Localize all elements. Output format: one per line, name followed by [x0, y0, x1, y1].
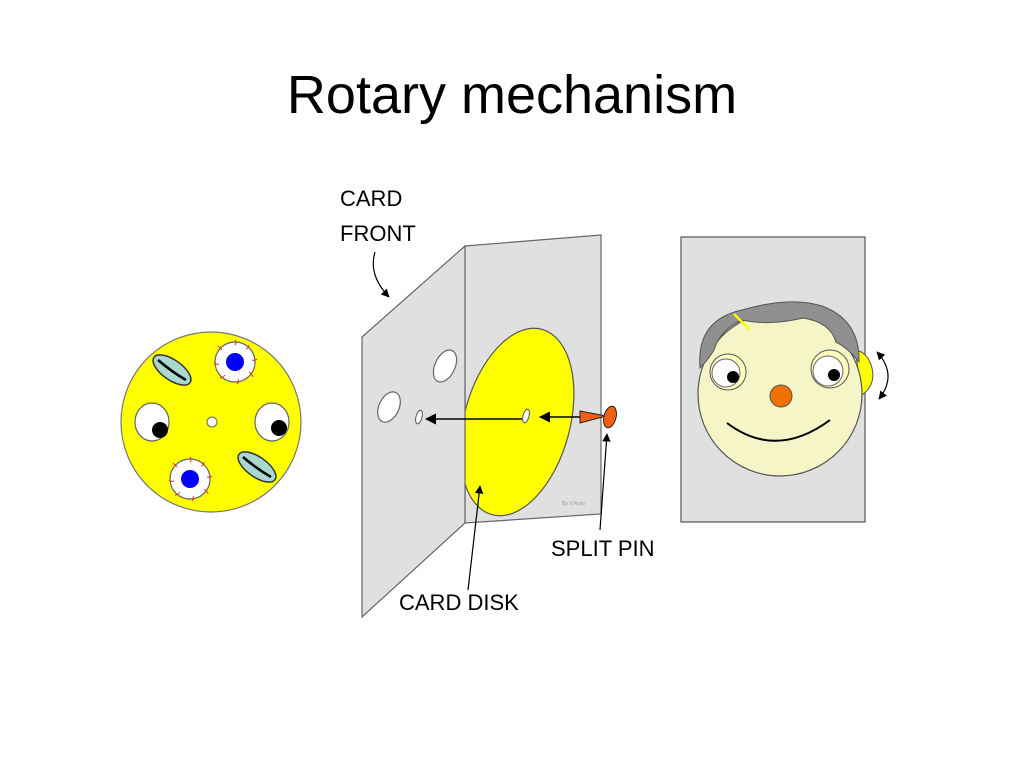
face-mouth — [726, 419, 831, 442]
card-assembly: By V.Ryan — [361, 234, 617, 619]
finished-card — [680, 236, 889, 523]
closed-eye-top — [152, 354, 192, 386]
card-disk — [459, 327, 575, 517]
front-pin-hole — [415, 409, 423, 425]
slide-title: Rotary mechanism — [286, 65, 738, 125]
leader-card-disk — [467, 485, 484, 591]
face-eye-left — [709, 353, 747, 391]
googly-eye-right — [254, 402, 290, 442]
front-eye-hole-lower — [377, 391, 401, 423]
split-pin-icon — [579, 405, 617, 429]
disk-with-eyes — [120, 331, 302, 513]
hair-part — [733, 313, 751, 331]
label-card-front-line2: FRONT — [340, 221, 416, 246]
bloodshot-eye-bottom — [168, 456, 213, 502]
bloodshot-eye-top — [213, 339, 258, 385]
label-card-front-line1: CARD — [340, 186, 402, 211]
rotation-arrow-icon — [876, 351, 889, 400]
disk-center-hole-side — [522, 408, 530, 424]
googly-eye-left — [134, 402, 170, 442]
front-eye-hole-upper — [432, 349, 458, 383]
disk-center-hole — [206, 416, 218, 428]
leader-card-front — [372, 251, 390, 298]
face-nose — [769, 384, 793, 408]
label-card-disk: CARD DISK — [399, 590, 519, 615]
label-split-pin: SPLIT PIN — [551, 536, 655, 561]
credit-text: By V.Ryan — [562, 501, 585, 507]
leader-split-pin — [599, 433, 611, 531]
card-front-panel — [361, 244, 466, 619]
face-eye-right — [810, 349, 850, 389]
closed-eye-bottom — [237, 451, 277, 483]
